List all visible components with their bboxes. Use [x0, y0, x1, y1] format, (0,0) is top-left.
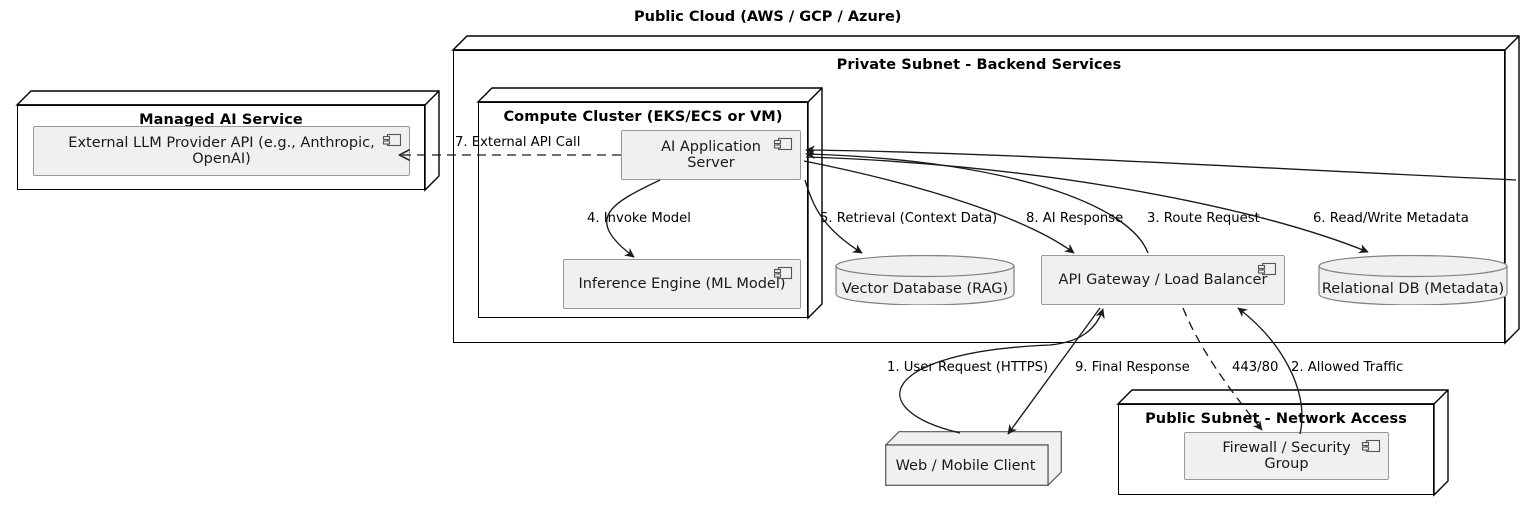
cylinder-shape: [1318, 254, 1508, 306]
node-3d-shape: [884, 431, 1062, 487]
edge-label-final-response: 9. Final Response: [1075, 360, 1190, 375]
edge-label-external-api-call: 7. External API Call: [455, 135, 581, 150]
database-label: Vector Database (RAG): [841, 281, 1009, 297]
edge-label-443-80: 443/80: [1232, 360, 1279, 375]
component-firewall[interactable]: Firewall / Security Group: [1184, 432, 1389, 480]
edge-label-user-request: 1. User Request (HTTPS): [887, 360, 1049, 375]
container-managed-ai-service[interactable]: Managed AI Service External LLM Provider…: [15, 90, 440, 192]
container-title-managed-ai-service: Managed AI Service: [139, 112, 303, 128]
edge-label-invoke-model: 4. Invoke Model: [587, 211, 691, 226]
container-title-private-subnet: Private Subnet - Backend Services: [836, 57, 1122, 73]
uml-component-icon: [773, 266, 793, 280]
uml-component-icon: [382, 133, 402, 147]
uml-component-icon: [1257, 262, 1277, 276]
component-label: API Gateway / Load Balancer: [1058, 272, 1268, 288]
node-label: Web / Mobile Client: [895, 457, 1036, 474]
edge-label-route-request: 3. Route Request: [1147, 211, 1260, 226]
edge-label-read-write-metadata: 6. Read/Write Metadata: [1313, 211, 1469, 226]
uml-component-icon: [773, 137, 793, 151]
component-api-gateway[interactable]: API Gateway / Load Balancer: [1041, 255, 1285, 305]
database-label: Relational DB (Metadata): [1321, 281, 1505, 297]
edge-label-ai-response: 8. AI Response: [1026, 211, 1124, 226]
component-ai-application-server[interactable]: AI Application Server: [621, 130, 801, 180]
edge-label-retrieval-context-data: 5. Retrieval (Context Data): [820, 211, 998, 226]
diagram-title: Public Cloud (AWS / GCP / Azure): [634, 9, 902, 25]
edge-label-allowed-traffic: 2. Allowed Traffic: [1291, 360, 1404, 375]
container-public-subnet[interactable]: Public Subnet - Network Access Firewall …: [1116, 389, 1449, 497]
component-label: External LLM Provider API (e.g., Anthrop…: [68, 135, 375, 167]
container-title-compute-cluster: Compute Cluster (EKS/ECS or VM): [503, 109, 783, 125]
component-label: Firewall / Security Group: [1222, 440, 1351, 472]
database-vector-db[interactable]: Vector Database (RAG): [835, 254, 1015, 306]
database-relational-db[interactable]: Relational DB (Metadata): [1318, 254, 1508, 306]
component-label: Inference Engine (ML Model): [578, 276, 786, 292]
uml-component-icon: [1361, 439, 1381, 453]
node-web-mobile-client[interactable]: Web / Mobile Client: [884, 431, 1062, 487]
container-title-public-subnet: Public Subnet - Network Access: [1145, 411, 1407, 427]
component-external-llm-provider-api[interactable]: External LLM Provider API (e.g., Anthrop…: [33, 126, 410, 176]
component-inference-engine[interactable]: Inference Engine (ML Model): [563, 259, 801, 309]
cylinder-shape: [835, 254, 1015, 306]
component-label: AI Application Server: [661, 139, 761, 171]
